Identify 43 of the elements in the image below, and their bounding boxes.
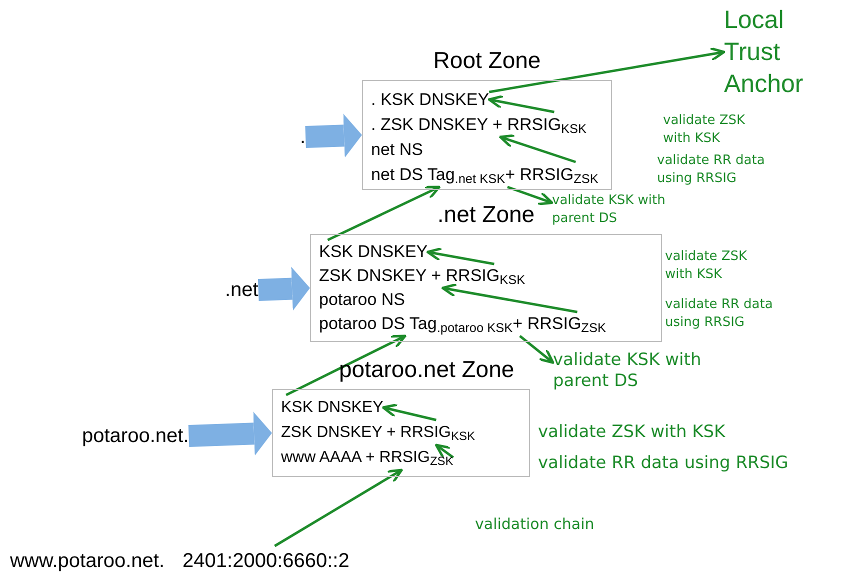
- annotation: validate RR data using RRSIG: [665, 296, 774, 332]
- zone-title: potaroo.net Zone: [339, 355, 514, 384]
- zone-name: .: [300, 122, 306, 152]
- record-line: www AAAA + RRSIG$_{ZSK}$: [281, 445, 454, 470]
- record-line: potaroo NS: [319, 288, 405, 312]
- arrow: [507, 186, 554, 206]
- record-line: KSK DNSKEY: [319, 240, 428, 264]
- arrow: [426, 247, 494, 266]
- record-line: net DS Tag$_{.net KSK}$+ RRSIG$_{ZSK}$: [371, 162, 598, 187]
- record-line: KSK DNSKEY: [281, 395, 384, 420]
- arrow: [434, 444, 454, 459]
- arrow: [382, 403, 436, 422]
- record-line: potaroo DS Tag$_{.potaroo KSK}$+ RRSIG$_{ZSK}$: [319, 312, 606, 336]
- record-line: ZSK DNSKEY + RRSIG$_{KSK}$: [281, 420, 475, 445]
- arrow: [286, 334, 406, 396]
- arrow: [519, 335, 554, 364]
- record-line: . ZSK DNSKEY + RRSIG$_{KSK}$: [371, 112, 587, 137]
- annotation: validate KSK with parent DS: [553, 350, 743, 392]
- arrow: [327, 186, 440, 242]
- arrow: [488, 47, 726, 94]
- annotation: validate ZSK with KSK: [665, 248, 748, 284]
- record-line: . KSK DNSKEY: [371, 87, 490, 112]
- domain-name: www.potaroo.net.: [10, 549, 165, 574]
- arrow: [488, 94, 554, 114]
- ip-address: 2401:2000:6660::2: [182, 549, 350, 574]
- arrow: [441, 283, 578, 314]
- annotation: validate RR data using RRSIG: [657, 152, 766, 188]
- zone-name: .net: [225, 275, 258, 305]
- block-arrow: [188, 412, 272, 456]
- arrow: [274, 468, 403, 548]
- arrow: [499, 134, 576, 164]
- annotation: validate ZSK with KSK: [538, 421, 726, 444]
- record-line: net NS: [371, 137, 423, 162]
- record-line: ZSK DNSKEY + RRSIG$_{KSK}$: [319, 264, 526, 288]
- block-arrow: [305, 114, 362, 158]
- annotation: validate KSK with parent DS: [552, 192, 692, 228]
- annotation: validation chain: [475, 514, 594, 535]
- zone-name: potaroo.net.: [82, 421, 189, 451]
- block-arrow: [258, 266, 310, 311]
- annotation: validate RR data using RRSIG: [538, 452, 788, 475]
- trust-anchor-label: Local Trust Anchor: [724, 4, 824, 100]
- zone-title: Root Zone: [433, 46, 541, 75]
- zone-title: .net Zone: [437, 200, 535, 229]
